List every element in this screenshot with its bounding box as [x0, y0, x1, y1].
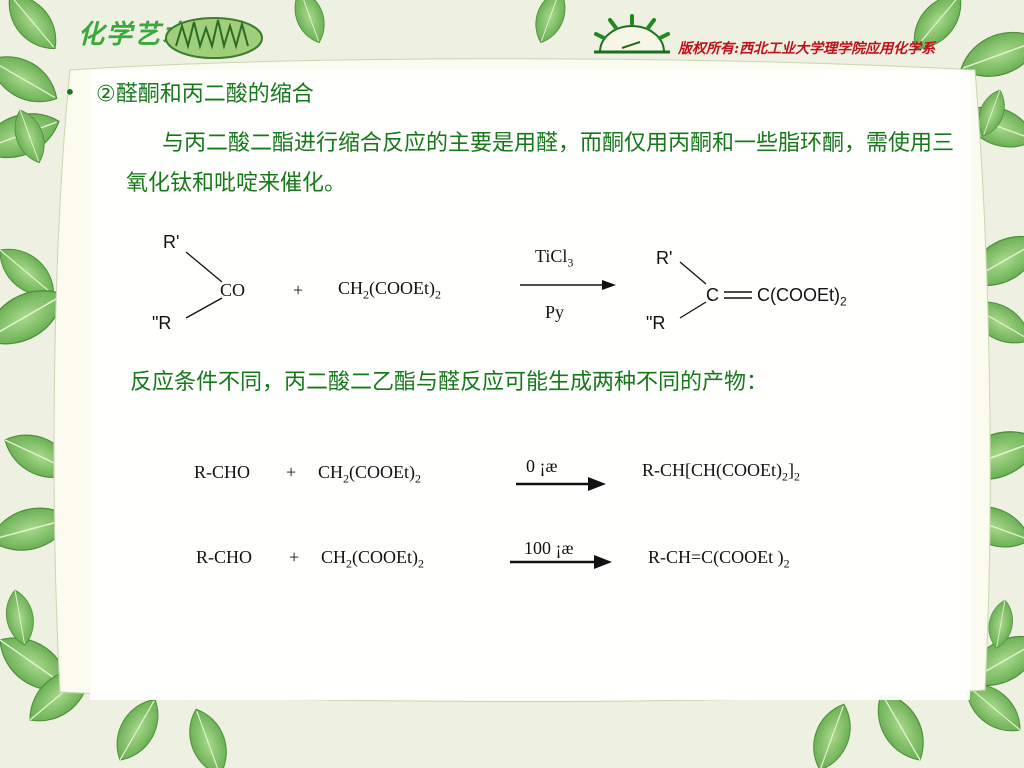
r1-r-dprime: "R — [152, 313, 172, 333]
r1-carbonyl: CO — [220, 280, 246, 300]
copyright-notice: 版权所有:西北工业大学理学院应用化学系 — [678, 41, 936, 57]
intro-paragraph: 与丙二酸二酯进行缩合反应的主要是用醛，而酮仅用丙酮和一些脂环酮，需使用三氧化钛和… — [126, 131, 955, 196]
r1-prod-c: C — [706, 285, 719, 305]
r3-malonate: CH2(COOEt)2 — [321, 547, 425, 571]
r1-r-prime: R' — [163, 232, 180, 252]
r2-plus: + — [286, 462, 297, 482]
r1-catalyst-bottom: Py — [545, 302, 565, 322]
r2-condition: 0 ¡æ — [526, 456, 558, 476]
r2-malonate: CH2(COOEt)2 — [318, 462, 422, 486]
r3-plus: + — [289, 547, 300, 567]
section-heading: ②醛酮和丙二酸的缩合 — [96, 82, 314, 107]
r1-product: C(COOEt)2 — [757, 285, 847, 309]
r1-catalyst-top: TiCl3 — [535, 246, 574, 270]
r3-product: R-CH=C(COOEt )2 — [648, 547, 790, 571]
r1-plus: + — [293, 280, 304, 300]
conditions-paragraph: 反应条件不同，丙二酸二乙酯与醛反应可能生成两种不同的产物： — [130, 370, 769, 395]
r3-condition: 100 ¡æ — [524, 538, 574, 558]
r1-malonate: CH2(COOEt)2 — [338, 278, 442, 302]
r2-reactant: R-CHO — [194, 462, 251, 482]
sun-logo-icon — [594, 14, 670, 54]
r1-prod-r-prime: R' — [656, 248, 673, 268]
bullet-point: • — [64, 80, 76, 104]
grass-logo-icon — [165, 17, 263, 59]
r3-reactant: R-CHO — [196, 547, 253, 567]
r1-prod-r-dprime: "R — [646, 313, 666, 333]
r2-product: R-CH[CH(COOEt)2]2 — [642, 460, 800, 484]
